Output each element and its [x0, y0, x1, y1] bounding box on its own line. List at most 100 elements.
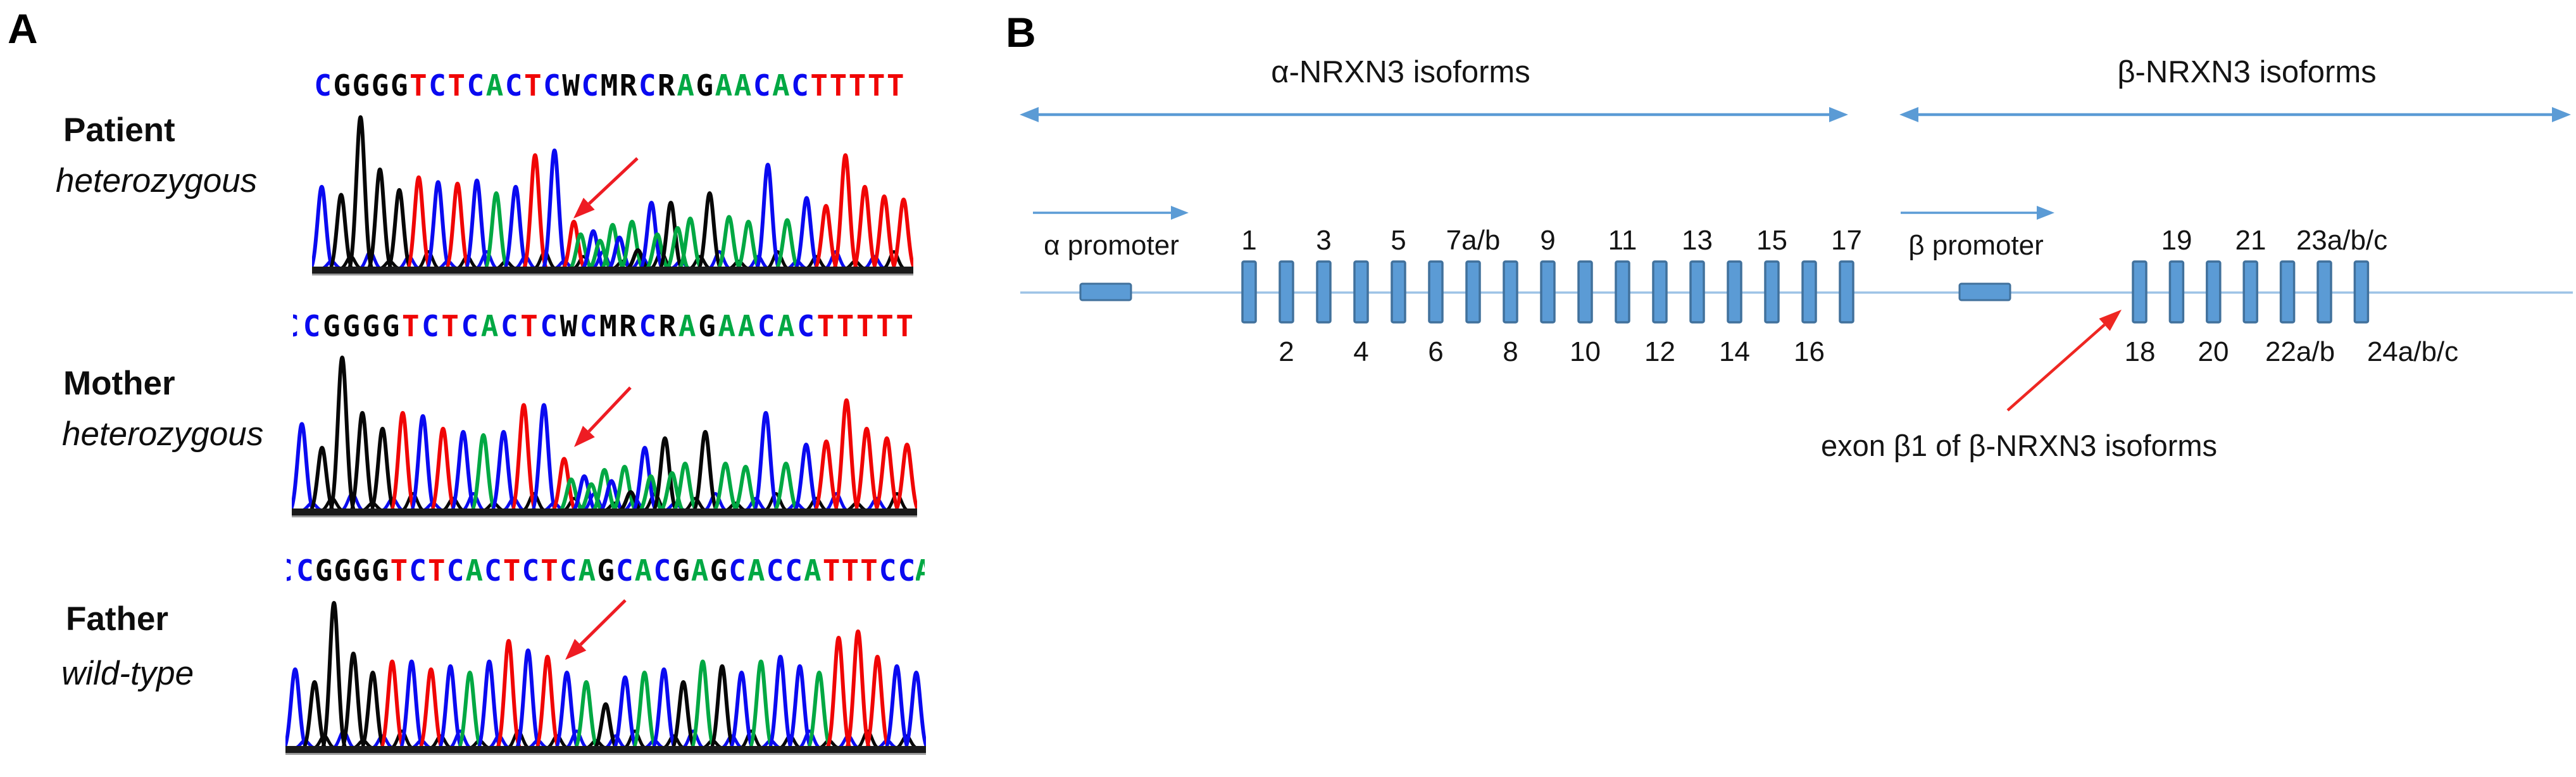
peak-A: [630, 671, 659, 750]
noise-peak: [861, 255, 889, 271]
peak-T: [494, 639, 523, 750]
peak-G: [591, 702, 620, 750]
base-call-letter: C: [428, 68, 446, 103]
noise-peak: [686, 255, 714, 271]
peak-A: [734, 220, 763, 271]
noise-peak: [880, 250, 908, 271]
peak-A: [469, 433, 498, 513]
peak-T: [812, 204, 841, 271]
peak-C: [791, 443, 821, 513]
base-call-letter: C: [446, 553, 465, 588]
exon-number: 13: [1682, 225, 1713, 256]
base-call-letter: G: [371, 553, 389, 588]
base-call-letter: G: [352, 68, 370, 103]
alpha-exon-box-1: [1241, 260, 1257, 324]
row-zygosity-mother: heterozygous: [62, 415, 264, 453]
baseline-bar: [312, 267, 913, 274]
noise-peak: [504, 730, 532, 750]
peak-A: [618, 220, 646, 271]
sequence-text-mother: CCGGGGTCTCACTCWCMRCRAGAACACTTTTT: [293, 310, 915, 342]
base-call-letter: T: [520, 309, 538, 343]
peak-C: [766, 655, 795, 750]
base-call-letter: A: [772, 68, 790, 103]
base-call-letter: C: [296, 553, 314, 588]
exon-number: 7a/b: [1446, 225, 1501, 256]
peak-T: [378, 659, 406, 750]
baseline-shadow: [292, 515, 917, 517]
base-call-letter: T: [876, 309, 894, 343]
peak-C: [424, 180, 453, 271]
peak-A: [772, 462, 801, 513]
mutation-arrow-shaft: [588, 157, 639, 205]
base-call-letter: T: [410, 68, 427, 103]
noise-peak: [701, 492, 730, 513]
base-call-letter: G: [710, 553, 728, 588]
noise-peak: [803, 255, 830, 271]
base-call-letter: T: [848, 68, 866, 103]
exon-number: 20: [2198, 336, 2229, 367]
alpha-exon-box-4: [1353, 260, 1369, 324]
peak-T: [521, 153, 549, 271]
base-call-letter: C: [461, 309, 479, 343]
peak-T: [509, 403, 539, 513]
base-call-letter: R: [658, 68, 675, 103]
peak-A: [731, 465, 760, 513]
base-call-letter: C: [897, 553, 916, 588]
peak-C: [611, 675, 639, 750]
alpha-exon-box-5: [1391, 260, 1406, 324]
noise-peak: [822, 492, 851, 513]
peak-A: [590, 468, 619, 513]
base-call-letter: C: [522, 553, 540, 588]
exon-number: 18: [2124, 336, 2156, 367]
peak-G: [320, 601, 348, 750]
beta-exon-box-23: [2317, 260, 2332, 324]
base-call-letter: G: [672, 553, 690, 588]
exon-number: 16: [1794, 336, 1825, 367]
alpha-promoter-box: [1079, 282, 1132, 301]
annotation-arrow-shaft: [2006, 324, 2106, 412]
peak-G: [385, 188, 413, 271]
base-call-letter: T: [441, 309, 459, 343]
peak-A: [715, 215, 743, 271]
peak-T: [863, 655, 892, 750]
sequence-text-father: CCGGGGTCTCACTCTCAGCACGAGCACCATTTCCA: [287, 555, 925, 586]
peak-A: [636, 474, 666, 513]
base-call-letter: G: [371, 68, 389, 103]
peak-C: [785, 664, 814, 750]
base-call-letter: R: [619, 309, 637, 343]
base-call-letter: C: [559, 553, 577, 588]
noise-peak: [415, 250, 442, 271]
peak-G: [327, 193, 355, 271]
peak-T: [832, 398, 861, 513]
mutation-arrow-head: [573, 198, 595, 218]
base-call-letter: W: [560, 309, 578, 343]
peak-G: [339, 652, 368, 750]
peak-C: [408, 414, 437, 513]
beta-isoforms-title: β-NRXN3 isoforms: [2117, 55, 2377, 89]
base-call-letter: A: [634, 553, 653, 588]
panel-b-label: B: [1006, 9, 1036, 56]
base-call-letter: C: [422, 309, 439, 343]
base-call-letter: C: [785, 553, 803, 588]
promoter-direction-arrow-head: [2037, 206, 2054, 220]
base-call-letter: C: [797, 309, 815, 343]
peak-G: [616, 490, 646, 513]
alpha-exon-box-2: [1279, 260, 1294, 324]
peak-G: [691, 430, 720, 513]
peak-A: [773, 218, 801, 271]
base-call-letter: A: [485, 68, 504, 103]
alpha-exon-box-11: [1615, 260, 1630, 324]
peak-T: [851, 185, 879, 271]
exon-number: 12: [1644, 336, 1675, 367]
exon-number: 6: [1428, 336, 1444, 367]
base-call-letter: C: [484, 553, 502, 588]
exon-number: 22a/b: [2265, 336, 2335, 367]
alpha-isoforms-title: α-NRXN3 isoforms: [1271, 55, 1530, 89]
mutation-arrow-head: [574, 426, 595, 447]
peak-G: [358, 671, 387, 750]
base-call-letter: T: [427, 553, 446, 588]
alpha-exon-box-17: [1839, 260, 1854, 324]
peak-A: [456, 671, 484, 750]
isoform-range-arrow-head: [2552, 107, 2571, 122]
base-call-letter: C: [303, 309, 321, 343]
